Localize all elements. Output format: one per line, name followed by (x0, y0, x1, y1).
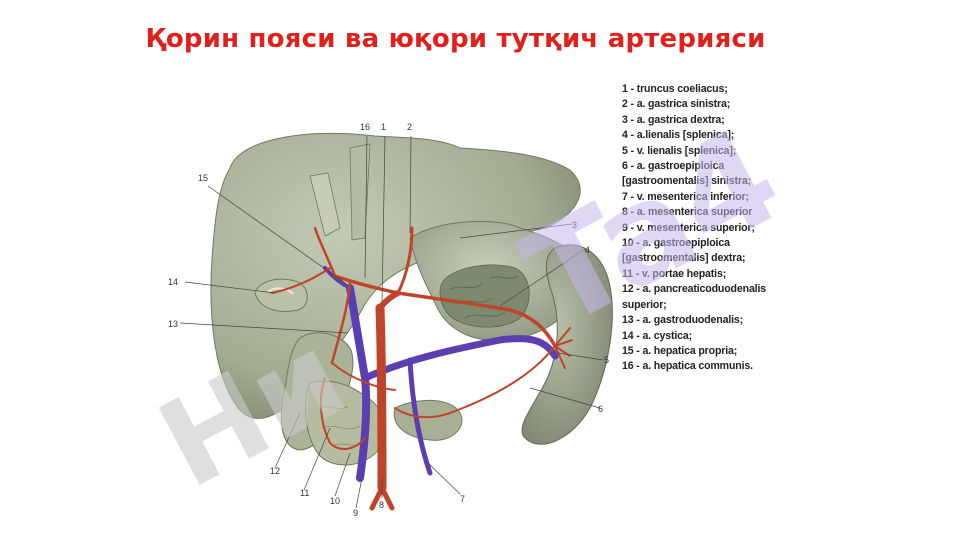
splenic-artery (396, 291, 557, 348)
callout-11: 11 (300, 488, 309, 498)
legend-item: 16 - a. hepatica communis. (622, 360, 753, 373)
common-hepatic-artery (333, 274, 400, 295)
callout-10: 10 (330, 496, 340, 506)
gastroduodenal-artery (330, 279, 352, 365)
callout-4: 4 (585, 245, 590, 255)
aortic-bifurcation (369, 485, 395, 511)
left-gastric-artery (396, 226, 414, 295)
cystic-artery (271, 267, 331, 294)
legend-item: 3 - a. gastrica dextra; (622, 113, 725, 126)
anatomy-illustration: 1 2 3 4 5 6 7 8 9 10 11 12 13 14 15 16 (168, 122, 613, 518)
legend-item: [gastroomentalis] dextra; (622, 252, 746, 265)
gastroepiploic-left (394, 345, 556, 419)
legend-item: [gastroomentalis] sinistra; (622, 175, 751, 188)
ligament-shape (349, 143, 371, 241)
callout-13: 13 (168, 319, 178, 329)
portal-vein (346, 284, 369, 382)
callout-1: 1 (381, 122, 386, 132)
slide-title: Қорин пояси ва юқори тутқич артерияси (145, 24, 766, 54)
callout-14: 14 (168, 277, 178, 287)
stomach-cut-surface (439, 264, 530, 328)
splenic-hilum-branches (554, 327, 573, 369)
splenic-vein (361, 335, 559, 382)
intestine-shape (393, 399, 463, 441)
legend-item: superior; (622, 298, 667, 311)
arteries (271, 226, 573, 511)
callout-6: 6 (598, 404, 603, 414)
callout-2: 2 (407, 122, 412, 132)
leader-lines (179, 135, 604, 509)
callout-7: 7 (460, 494, 465, 504)
legend-item: 4 - a.lienalis [splenica]; (622, 129, 735, 142)
legend-item: 2 - a. gastrica sinistra; (622, 98, 731, 111)
legend-item: 8 - a. mesenterica superior (622, 206, 753, 219)
veins (323, 266, 559, 482)
legend-item: 7 - v. mesenterica inferior; (622, 190, 749, 203)
pancreaticoduodenal-artery (319, 377, 366, 450)
spleen-shape (521, 244, 613, 445)
superior-mesenteric-vein (356, 374, 371, 482)
legend-item: 6 - a. gastroepiploica (622, 160, 725, 173)
gallbladder-highlight (267, 287, 294, 295)
stomach-rugae (449, 275, 519, 319)
legend-list: 1 - truncus coeliacus; 2 - a. gastrica s… (622, 82, 802, 375)
callout-5: 5 (604, 355, 609, 365)
legend-item: 11 - v. portae hepatis; (622, 267, 727, 280)
legend-item: 13 - a. gastroduodenalis; (622, 314, 744, 327)
legend-item: 14 - a. cystica; (622, 329, 693, 342)
callout-16: 16 (360, 122, 370, 132)
legend-item: 10 - a. gastroepiploica (622, 237, 730, 250)
callout-labels: 1 2 3 4 5 6 7 8 9 10 11 12 13 14 15 16 (168, 122, 609, 518)
legend-item: 5 - v. lienalis [splenica]; (622, 144, 737, 157)
callout-9: 9 (353, 508, 358, 518)
pancreas-shape (304, 380, 386, 466)
gastroepiploic-right (331, 362, 396, 391)
legend-item: 15 - a. hepatica propria; (622, 344, 738, 357)
celiac-trunk (377, 290, 401, 311)
legend-item: 1 - truncus coeliacus; (622, 83, 728, 95)
legend-item: 9 - v. mesenterica superior; (622, 221, 755, 234)
callout-15: 15 (198, 173, 208, 183)
callout-3: 3 (572, 220, 577, 230)
legend-item: 12 - a. pancreaticoduodenalis (622, 283, 767, 296)
ligament-shape (309, 172, 341, 237)
inferior-mesenteric-vein (407, 357, 433, 476)
callout-12: 12 (270, 466, 280, 476)
callout-8: 8 (379, 500, 384, 510)
hepatic-propria (313, 226, 337, 278)
abdominal-aorta (375, 303, 387, 493)
